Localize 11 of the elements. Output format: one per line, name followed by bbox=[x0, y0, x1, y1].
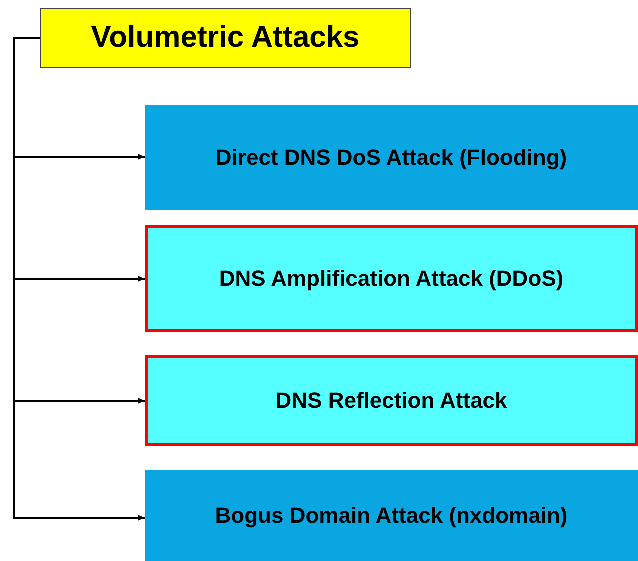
arrow bbox=[13, 37, 145, 521]
attack-box bbox=[145, 105, 638, 210]
highlighted-attack-box bbox=[145, 355, 638, 446]
attack-box bbox=[145, 470, 638, 561]
attack-label: Bogus Domain Attack (nxdomain) bbox=[215, 502, 568, 528]
title-text: Volumetric Attacks bbox=[91, 21, 360, 55]
attack-label: DNS Amplification Attack (DDoS) bbox=[219, 266, 564, 292]
highlighted-attack-box bbox=[145, 225, 638, 332]
attack-label: Direct DNS DoS Attack (Flooding) bbox=[216, 144, 568, 170]
title-box bbox=[40, 8, 411, 68]
attack-label: DNS Reflection Attack bbox=[276, 388, 508, 414]
